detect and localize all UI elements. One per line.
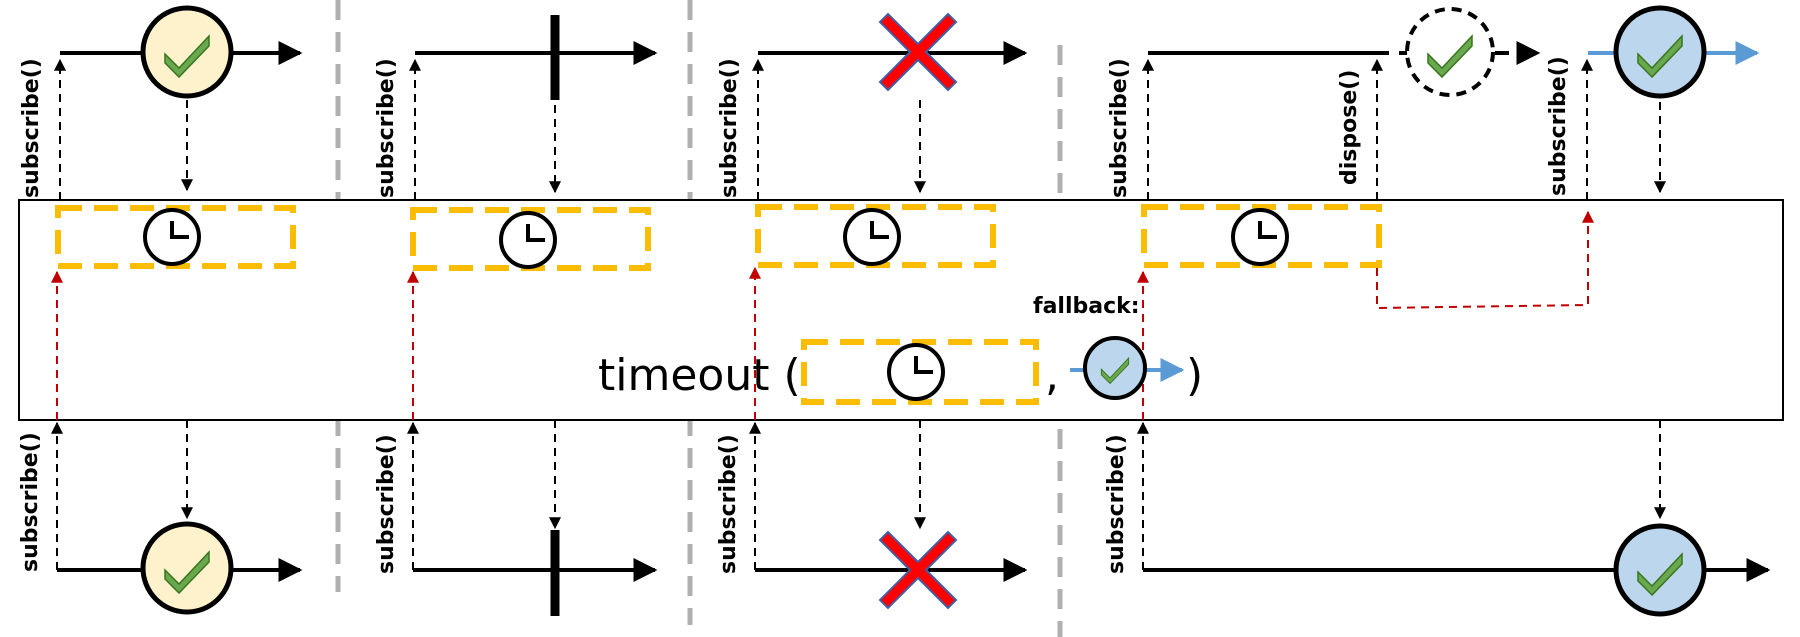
fallback-marble-small xyxy=(1083,336,1147,400)
subscribe-label: subscribe() xyxy=(716,434,741,574)
operator-name: timeout ( xyxy=(598,350,801,401)
operator-signature: timeout ( , fallback: ) xyxy=(598,294,1203,405)
clock-icon xyxy=(843,208,901,266)
fallback-label: fallback: xyxy=(1033,294,1140,319)
subscribe-label: subscribe() xyxy=(374,58,399,198)
scenario-error: subscribe() subscribe() xyxy=(716,13,1028,609)
scenario-complete: subscribe() subscribe() xyxy=(374,15,658,616)
fallback-marble xyxy=(1613,5,1707,99)
subscribe-label: subscribe() xyxy=(374,434,399,574)
subscribe-label: subscribe() xyxy=(717,58,742,198)
scenario-success: subscribe() subscribe() xyxy=(18,5,303,615)
subscribe-label: subscribe() xyxy=(18,432,43,572)
success-marble xyxy=(140,5,234,99)
subscribe-label: subscribe() xyxy=(1107,58,1132,198)
fallback-marble xyxy=(1613,523,1707,617)
scenario-timeout-fallback: subscribe() dispose() subscribe() subscr… xyxy=(1104,5,1771,617)
cancelled-marble xyxy=(1405,7,1495,97)
clock-icon xyxy=(499,211,557,269)
timeout-duration-box xyxy=(801,339,1039,405)
subscribe-label: subscribe() xyxy=(1546,56,1571,196)
subscribe-label: subscribe() xyxy=(1104,434,1129,574)
timeout-switch-path xyxy=(1376,210,1594,310)
dispose-label: dispose() xyxy=(1337,70,1362,185)
clock-icon xyxy=(1231,208,1289,266)
subscribe-label: subscribe() xyxy=(19,58,44,198)
clock-icon xyxy=(143,208,201,266)
clock-icon xyxy=(887,343,945,401)
timer-box xyxy=(55,205,296,269)
success-marble xyxy=(140,521,234,615)
operator-comma: , xyxy=(1045,350,1059,401)
operator-close-paren: ) xyxy=(1186,350,1203,401)
